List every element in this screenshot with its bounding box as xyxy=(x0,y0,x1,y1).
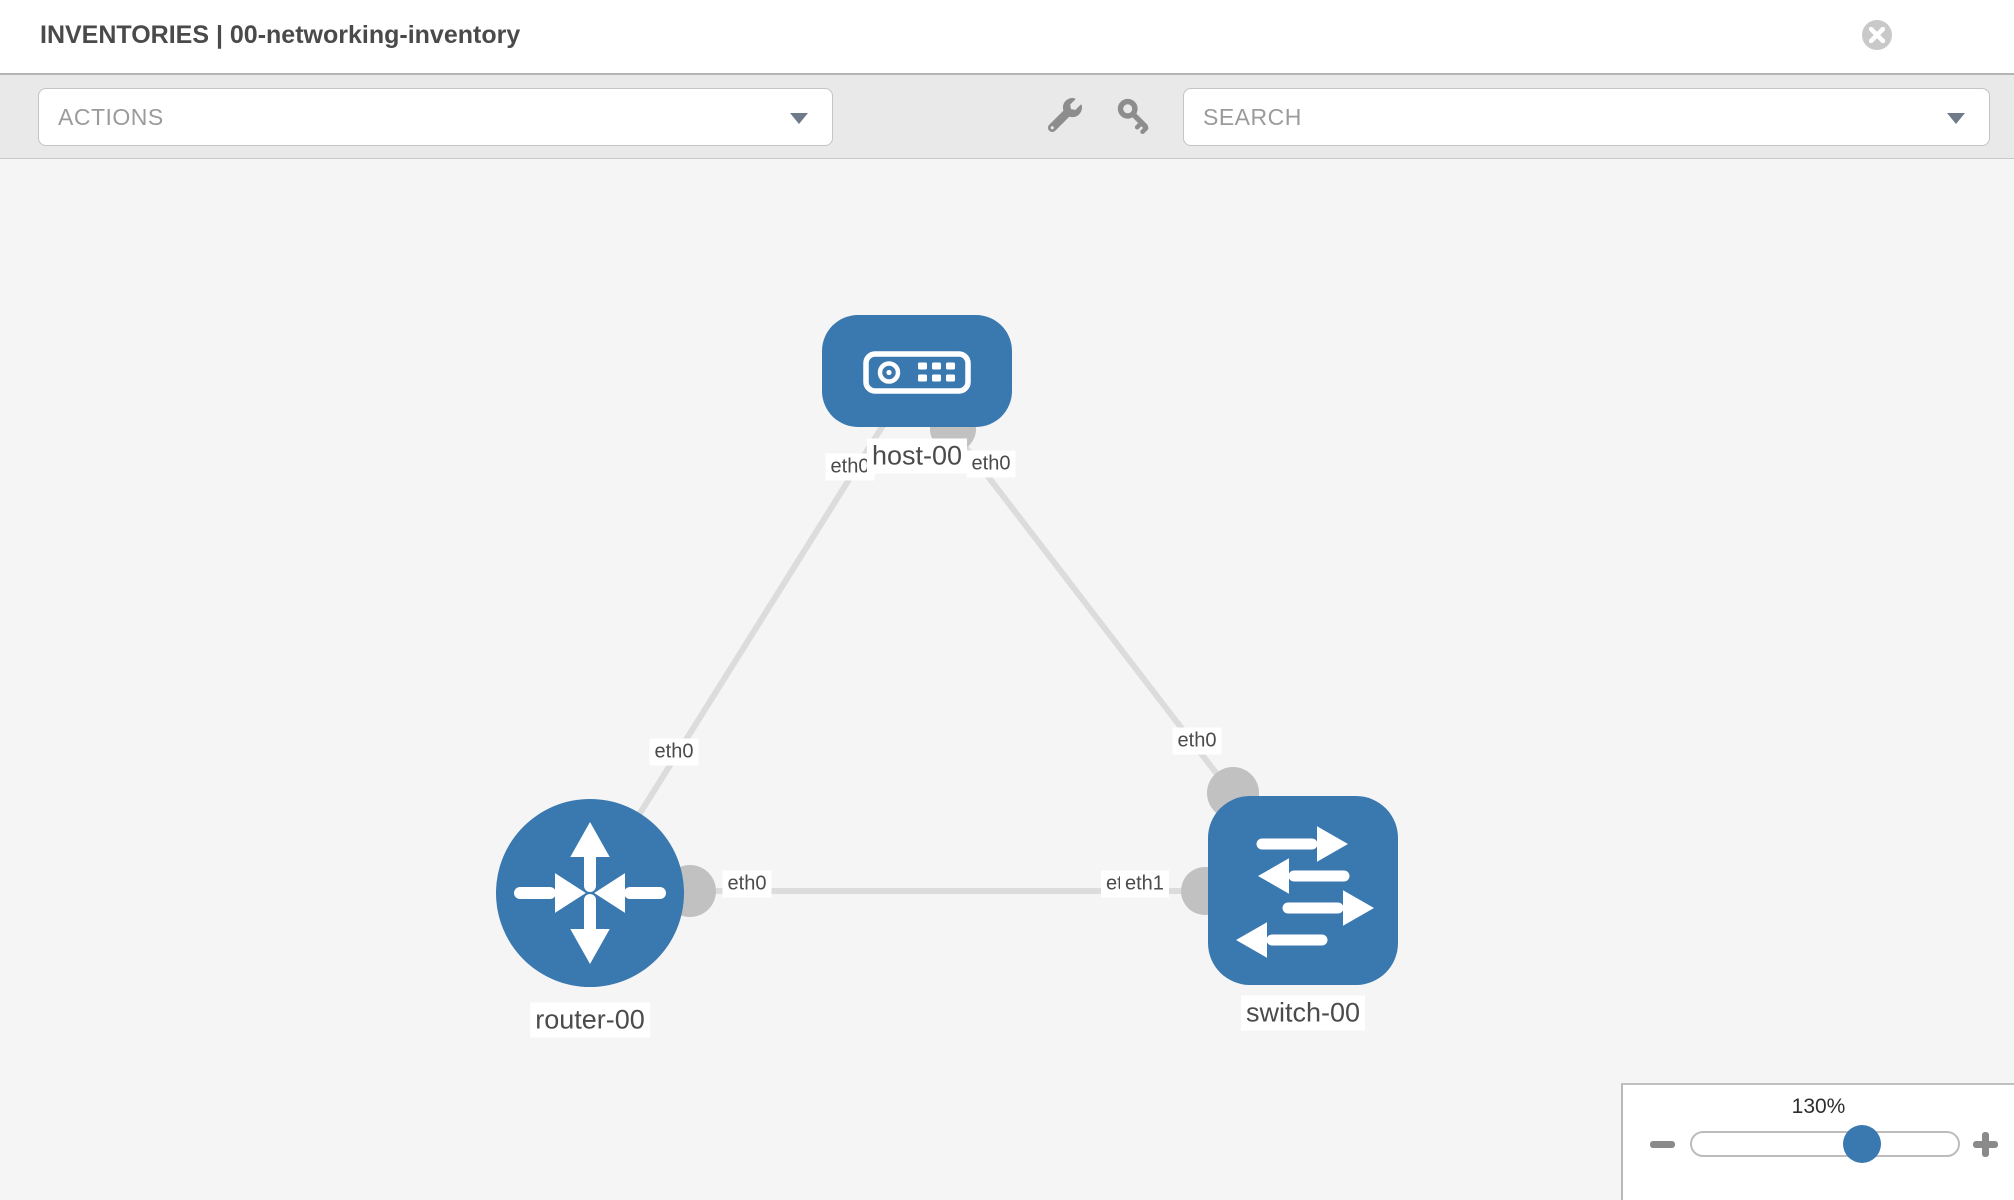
node-label-host: host-00 xyxy=(866,438,968,474)
search-dropdown-label: SEARCH xyxy=(1203,104,1302,130)
actions-dropdown[interactable]: ACTIONS xyxy=(38,88,833,146)
interface-label: eth0 xyxy=(825,453,875,481)
toolbar: ACTIONS SEARCH xyxy=(0,73,2014,159)
node-switch[interactable] xyxy=(1208,796,1398,985)
zoom-out-button[interactable] xyxy=(1650,1141,1675,1148)
host-icon xyxy=(863,351,971,394)
chevron-down-icon xyxy=(790,113,808,124)
zoom-slider-track[interactable] xyxy=(1690,1125,1960,1163)
wrench-icon[interactable] xyxy=(1047,98,1084,134)
router-icon xyxy=(514,821,666,965)
key-icon[interactable] xyxy=(1116,98,1152,134)
page-title: INVENTORIES | 00-networking-inventory xyxy=(40,21,521,49)
zoom-level: 130% xyxy=(1791,1095,1846,1118)
interface-label: eth0 xyxy=(722,870,772,898)
topology-canvas[interactable]: eth0 host-00 eth0 eth0 eth0 eth0 eth0 et… xyxy=(0,160,2014,1200)
chevron-down-icon xyxy=(1947,113,1965,124)
node-label-switch: switch-00 xyxy=(1240,995,1366,1031)
actions-dropdown-label: ACTIONS xyxy=(58,104,164,130)
interface-label: eth0 xyxy=(966,450,1016,478)
node-label-router: router-00 xyxy=(530,1002,650,1038)
interface-label: eth1 xyxy=(1120,870,1169,898)
zoom-in-button[interactable] xyxy=(1973,1132,1998,1157)
zoom-slider-thumb[interactable] xyxy=(1843,1125,1882,1163)
close-button[interactable] xyxy=(1862,20,1892,50)
node-router[interactable] xyxy=(496,799,684,987)
switch-icon xyxy=(1235,826,1375,958)
page-header: INVENTORIES | 00-networking-inventory xyxy=(0,0,2014,73)
search-dropdown[interactable]: SEARCH xyxy=(1183,88,1990,146)
zoom-panel: 130% xyxy=(1621,1083,2014,1200)
interface-label: eth0 xyxy=(649,738,699,766)
interface-label: eth0 xyxy=(1172,727,1222,755)
node-host[interactable] xyxy=(822,315,1012,427)
